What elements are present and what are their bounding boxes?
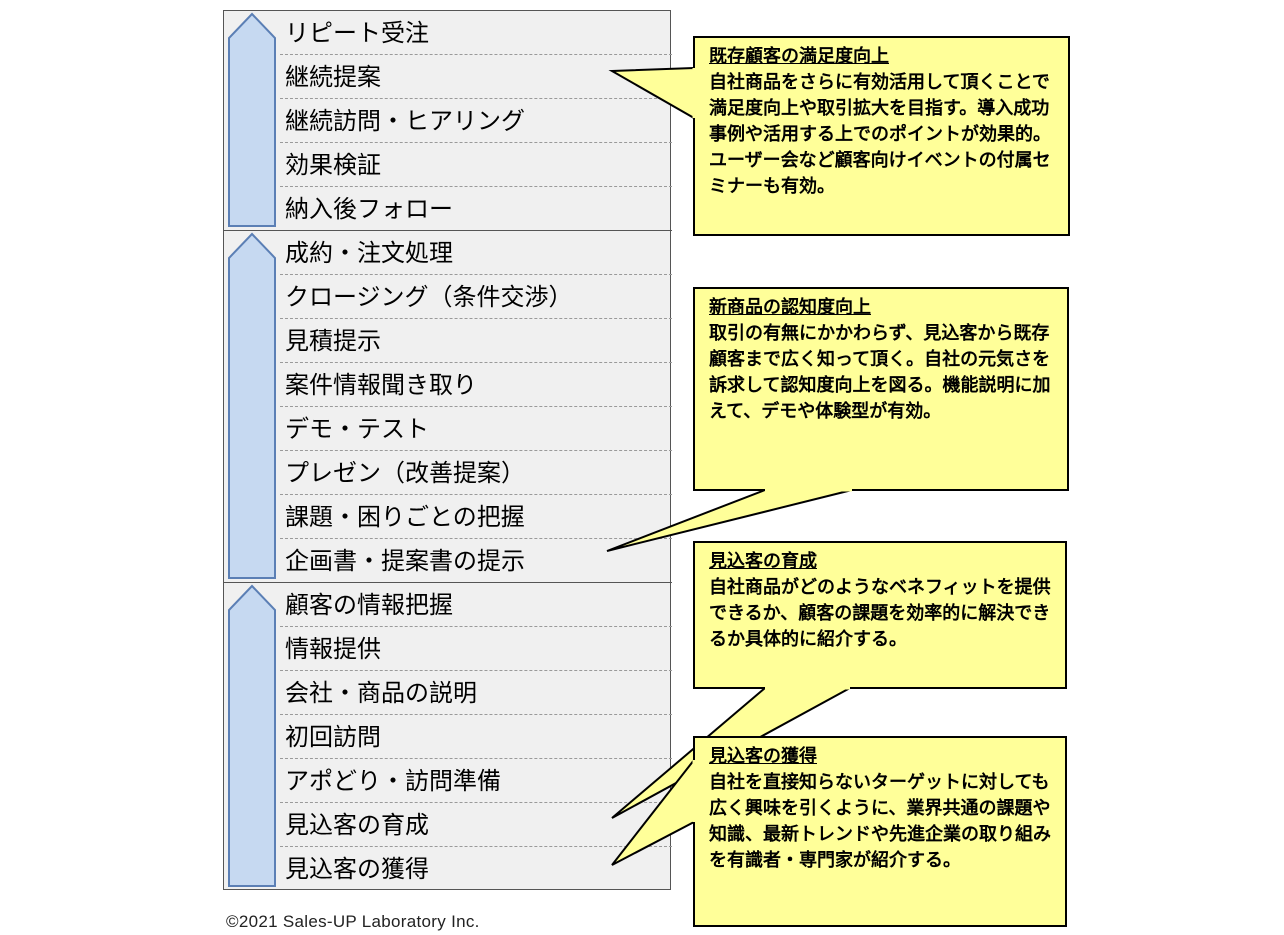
stage-row: 初回訪問 (280, 715, 672, 759)
callout-body: 自社を直接知らないターゲットに対しても広く興味を引くように、業界共通の課題や知識… (709, 772, 1051, 871)
group-arrow-shape (228, 232, 276, 579)
callout-pointer (611, 757, 695, 866)
callout-box (693, 287, 1069, 491)
callout-title: 見込客の獲得 (709, 746, 817, 767)
callout-body: 自社商品をさらに有効活用して頂くことで満足度向上や取引拡大を目指す。導入成功事例… (709, 72, 1051, 197)
stage-table: リピート受注継続提案継続訪問・ヒアリング効果検証納入後フォロー関係強化関係強化成… (223, 10, 672, 890)
stage-row: プレゼン（改善提案） (280, 451, 672, 495)
callout-text: 既存顧客の満足度向上自社商品をさらに有効活用して頂くことで満足度向上や取引拡大を… (709, 44, 1060, 200)
callout-title: 見込客の育成 (709, 551, 817, 572)
stage-row: リピート受注 (280, 11, 672, 55)
callout-title: 新商品の認知度向上 (709, 297, 871, 318)
callout-body: 自社商品がどのようなベネフィットを提供できるか、顧客の課題を効率的に解決できるか… (709, 577, 1051, 650)
group-column-cell (224, 231, 280, 583)
stage-row: 課題・困りごとの把握 (280, 495, 672, 539)
callout-title: 既存顧客の満足度向上 (709, 46, 889, 67)
callout-box (693, 736, 1067, 927)
callout-box (693, 36, 1070, 236)
callout-bubble (611, 736, 1067, 927)
stage-row: 継続提案 (280, 55, 672, 99)
callout-pointer (608, 66, 695, 120)
stage-row: 顧客の情報把握 (280, 583, 672, 627)
callout-text: 見込客の獲得自社を直接知らないターゲットに対しても広く興味を引くように、業界共通… (709, 744, 1057, 874)
stage-row: 見込客の獲得 (285, 855, 429, 883)
group-arrow-shape (228, 12, 276, 227)
stage-row: 納入後フォロー (280, 187, 672, 231)
stage-row: デモ・テスト (280, 407, 672, 451)
stage-row: 成約・注文処理 (280, 231, 672, 275)
stage-row: アポどり・訪問準備 (280, 759, 672, 803)
callout-bubble (608, 36, 1070, 236)
callout-box (693, 541, 1067, 689)
callout-text: 見込客の育成自社商品がどのようなベネフィットを提供できるか、顧客の課題を効率的に… (709, 549, 1057, 653)
stage-row: 見込客の育成 (280, 803, 672, 847)
stage-row: 案件情報聞き取り (280, 363, 672, 407)
callout-text: 新商品の認知度向上取引の有無にかかわらず、見込客から既存顧客まで広く知って頂く。… (709, 295, 1059, 425)
callout-body: 取引の有無にかかわらず、見込客から既存顧客まで広く知って頂く。自社の元気さを訴求… (709, 323, 1051, 422)
stage-row: 企画書・提案書の提示 (280, 539, 672, 583)
stage-row: クロージング（条件交渉） (280, 275, 672, 319)
stage-row: 見積提示 (280, 319, 672, 363)
group-arrow-shape (228, 584, 276, 887)
stage-row: 継続訪問・ヒアリング (280, 99, 672, 143)
group-column-cell (224, 11, 280, 231)
copyright: ©2021 Sales-UP Laboratory Inc. (226, 912, 480, 931)
stage-row: 会社・商品の説明 (280, 671, 672, 715)
stage-row: 情報提供 (280, 627, 672, 671)
callout-bubble (606, 287, 1069, 552)
stage-row: 効果検証 (280, 143, 672, 187)
